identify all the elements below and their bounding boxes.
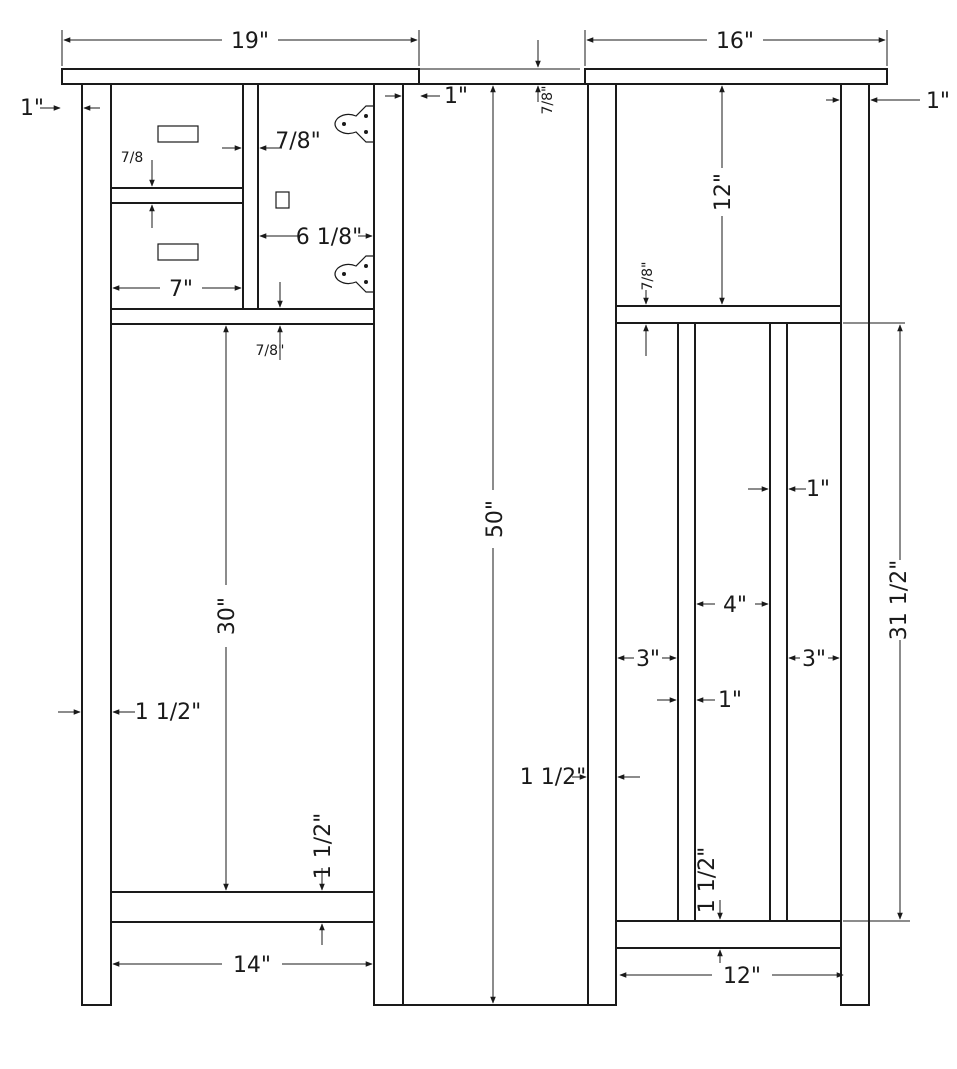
drawer-pull-lower <box>157 243 199 261</box>
dim-upper-opening-right: 12" <box>711 173 736 211</box>
dim-door-height: 30" <box>215 597 240 635</box>
left-stile-outer <box>81 83 112 1006</box>
right-stile-inner <box>840 83 870 1006</box>
left-elevation <box>61 68 420 1006</box>
dim-slat-spacing-left: 3" <box>636 647 660 672</box>
hinge-upper <box>334 105 374 143</box>
dim-slat-width-b: 1" <box>718 688 742 713</box>
dim-rail-width-left: 1 1/2" <box>311 813 336 880</box>
dim-door-height-right: 31 1/2" <box>887 560 912 641</box>
right-shelf <box>615 305 842 324</box>
right-stile-outer <box>587 83 617 1006</box>
dim-rail-width-right: 1 1/2" <box>695 847 720 914</box>
dim-slat-width-a: 1" <box>806 477 830 502</box>
right-bottom-rail <box>615 920 842 949</box>
dim-overhang-left: 1" <box>20 96 44 121</box>
dim-top-width-left: 19" <box>231 29 269 54</box>
dim-drawer-space: 7/8" <box>275 129 321 154</box>
dim-stile-width-right: 1 1/2" <box>520 765 587 790</box>
left-stile-inner <box>373 83 404 1006</box>
dim-slat-spacing-center: 4" <box>723 593 747 618</box>
left-drawer-shelf <box>110 187 244 204</box>
drawer-pull-upper <box>157 125 199 143</box>
dim-top-thickness: 7/8" <box>540 86 556 115</box>
slat-left <box>677 322 696 922</box>
hinge-lower <box>334 255 374 293</box>
left-top-board <box>61 68 420 85</box>
dim-overhang-mid: 1" <box>444 84 468 109</box>
dim-opening-left: 14" <box>233 953 271 978</box>
dim-opening-right: 12" <box>723 964 761 989</box>
dimension-labels: 19" 16" 1" 1" 1" 7/8" 7/8 7/8" 6 1/8" 7"… <box>20 26 950 989</box>
left-drawer-divider <box>242 83 259 310</box>
dim-compartment-width: 6 1/8" <box>296 225 363 250</box>
dim-stile-width-left: 1 1/2" <box>135 700 202 725</box>
dim-drawer-shelf-thickness: 7/8 <box>121 150 144 166</box>
dim-top-width-right: 16" <box>716 29 754 54</box>
right-elevation <box>584 68 888 1006</box>
left-mid-shelf <box>110 308 375 325</box>
door-knob <box>275 191 290 209</box>
dim-shelf-thickness-right: 7/8" <box>640 262 656 291</box>
dim-mid-shelf-thickness: 7/8" <box>256 343 285 359</box>
dim-total-height: 50" <box>483 500 508 538</box>
left-bottom-rail <box>110 891 375 923</box>
dim-drawer-width: 7" <box>169 277 193 302</box>
dim-overhang-right: 1" <box>926 89 950 114</box>
right-top-board <box>584 68 888 85</box>
slat-right <box>769 322 788 922</box>
dim-slat-spacing-right: 3" <box>802 647 826 672</box>
